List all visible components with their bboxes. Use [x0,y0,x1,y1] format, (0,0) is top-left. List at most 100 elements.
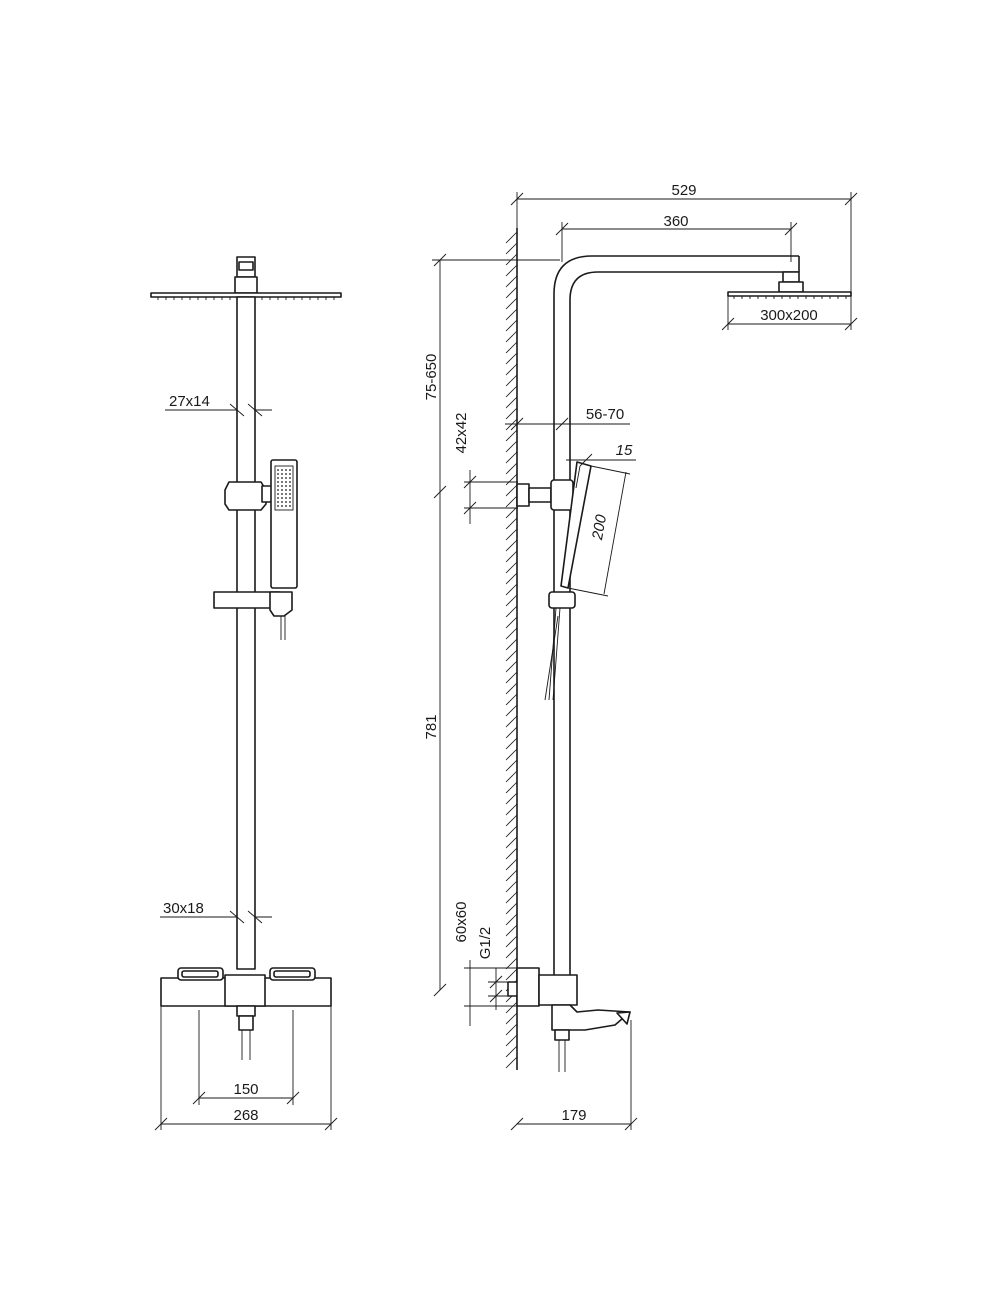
wall-hatch-line [505,1045,518,1058]
spray-hole [285,497,287,499]
wall-hatch-line [505,660,518,673]
wall-hatch-line [505,847,518,860]
wall-hatch-line [505,440,518,453]
dim-arm-length: 360 [663,213,688,230]
spray-hole [285,469,287,471]
dim-head-size: 300x200 [760,307,818,324]
dim-mixer-section: 60x60 [453,902,470,943]
wall-hatch-line [505,913,518,926]
wall-hatch-line [505,253,518,266]
wall-hatch-line [505,869,518,882]
dim-bar-height: 781 [423,714,440,739]
dim-total-projection: 529 [671,182,696,199]
wall-hatch-line [505,1056,518,1069]
wall-hatch-line [505,231,518,244]
spray-hole [285,473,287,475]
wall-hatch-line [505,396,518,409]
spray-hole [281,505,283,507]
front-head-connector [234,256,258,294]
wall-hatch-line [505,671,518,684]
dim-handshower-length: 200 [589,513,610,542]
dim-height-adjust: 75-650 [423,354,440,401]
wall-hatch-line [505,814,518,827]
wall-hatch-line [505,561,518,574]
wall-hatch-line [505,473,518,486]
spray-hole [289,497,291,499]
wall-hatch-line [505,506,518,519]
wall-hatch-line [505,572,518,585]
spray-hole [285,501,287,503]
side-view: 529 360 300x200 75-650 42x42 56-70 15 20… [423,182,858,1131]
wall-hatch-line [505,803,518,816]
wall-hatch-line [505,726,518,739]
front-holder [213,591,293,640]
wall-hatch-line [505,363,518,376]
spray-hole [277,481,279,483]
dim-bracket-section: 42x42 [453,413,470,454]
spray-hole [277,501,279,503]
wall-hatch-line [505,770,518,783]
side-dimensions [432,192,858,1131]
wall-hatch-line [505,385,518,398]
wall-hatch-line [505,627,518,640]
wall-hatch-line [505,638,518,651]
spray-hole [281,481,283,483]
spray-hole [285,505,287,507]
spray-hole [289,469,291,471]
side-holder [544,591,576,701]
wall-hatch-line [505,495,518,508]
front-slider-bracket [224,481,273,511]
wall-hatch-line [505,682,518,695]
dim-bar-section: 27x14 [169,393,210,410]
wall-hatch-line [505,902,518,915]
dim-overall-width: 268 [233,1107,258,1124]
wall-hatch-line [505,462,518,475]
wall-hatch-line [505,924,518,937]
wall-hatch-line [505,330,518,343]
wall-hatch-line [505,605,518,618]
wall-hatch-line [505,407,518,420]
wall-hatch-line [505,275,518,288]
spray-hole [285,477,287,479]
spray-hole [289,489,291,491]
wall-hatch-line [505,836,518,849]
wall-hatch-line [505,616,518,629]
wall-hatch-line [505,715,518,728]
spray-hole [277,505,279,507]
spray-hole [281,493,283,495]
wall-hatch-line [505,1012,518,1025]
spray-hole [281,473,283,475]
wall-hatch-line [505,880,518,893]
wall-hatch-line [505,550,518,563]
wall-hatch-line [505,242,518,255]
front-hand-shower [270,459,298,589]
side-mixer [507,967,631,1072]
wall-hatch-line [505,352,518,365]
wall-hatch-line [505,935,518,948]
dim-thermostat-section: 30x18 [163,900,204,917]
wall-hatch-line [505,1034,518,1047]
side-wall-bracket [516,479,574,511]
spray-hole [289,481,291,483]
wall-hatch-line [505,517,518,530]
wall-hatch-line [505,968,518,981]
dim-inlet-spacing: 150 [233,1081,258,1098]
wall-hatch-line [505,748,518,761]
wall-hatch-line [505,704,518,717]
spray-hole [285,489,287,491]
wall-hatch-line [505,1023,518,1036]
spray-hole [289,505,291,507]
wall-hatch-line [505,759,518,772]
spray-hole [289,493,291,495]
spray-hole [281,501,283,503]
spray-hole [281,485,283,487]
wall-hatch-line [505,858,518,871]
front-view: 27x14 30x18 150 268 [150,256,342,1131]
wall-hatch-line [505,957,518,970]
spray-hole [285,493,287,495]
spray-hole [281,469,283,471]
front-thermostat [160,967,332,1060]
spray-hole [289,485,291,487]
wall-hatch-line [505,825,518,838]
